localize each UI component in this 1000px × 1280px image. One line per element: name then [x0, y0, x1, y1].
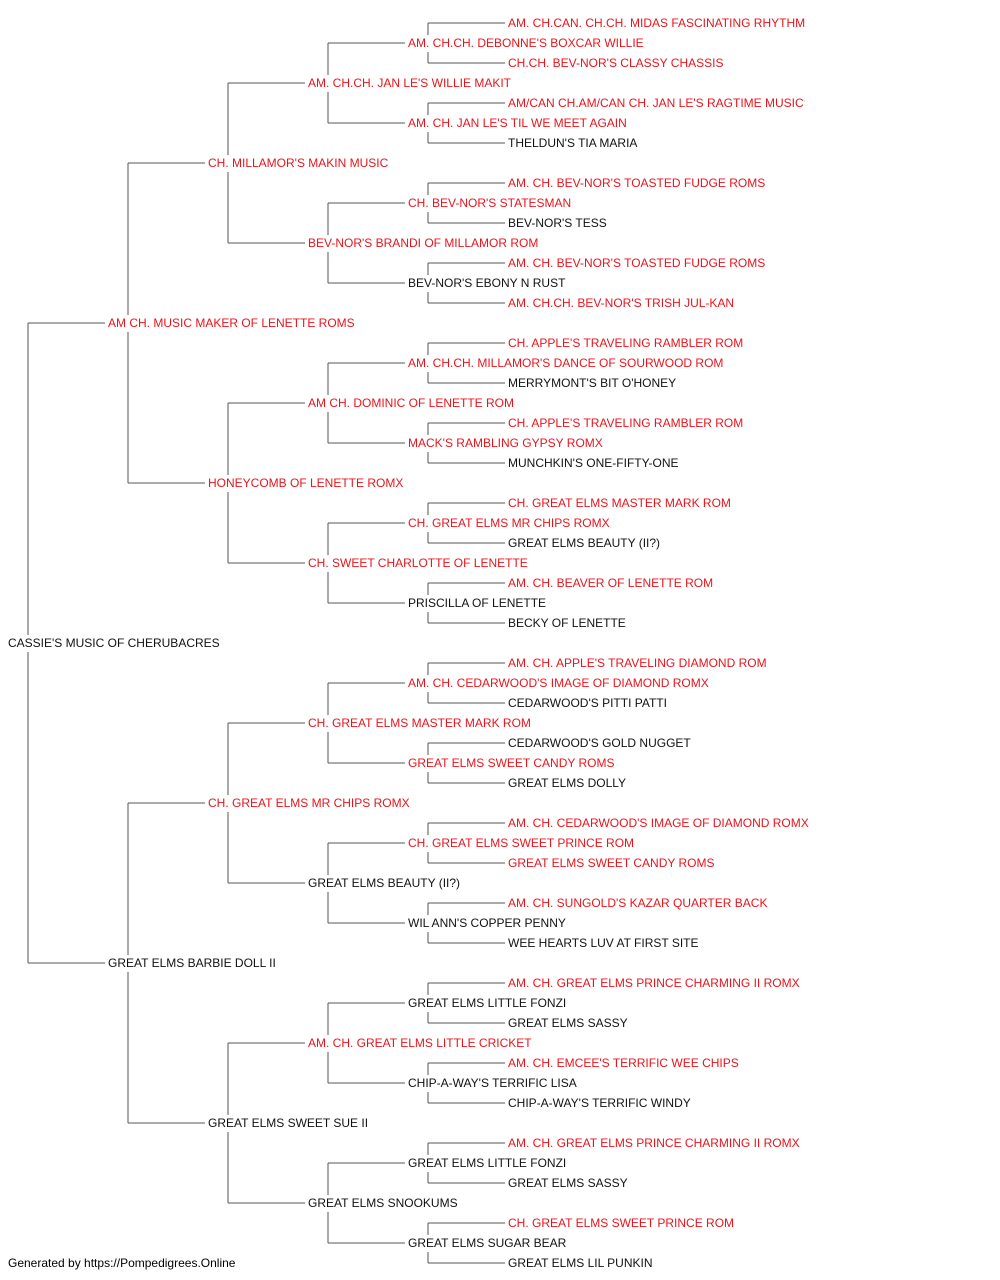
dog-name-gen4[interactable]: WIL ANN'S COPPER PENNY	[408, 916, 566, 930]
dog-name-gen3[interactable]: GREAT ELMS SNOOKUMS	[308, 1196, 458, 1210]
dog-name-gen5[interactable]: AM. CH. EMCEE'S TERRIFIC WEE CHIPS	[508, 1056, 739, 1070]
dog-name-gen5[interactable]: CEDARWOOD'S GOLD NUGGET	[508, 736, 691, 750]
dog-name-gen5[interactable]: MUNCHKIN'S ONE-FIFTY-ONE	[508, 456, 679, 470]
dog-names: CASSIE'S MUSIC OF CHERUBACRES AM CH. MUSI…	[8, 16, 809, 1270]
dog-name-gen4[interactable]: AM. CH. JAN LE'S TIL WE MEET AGAIN	[408, 116, 627, 130]
dog-name-gen4[interactable]: PRISCILLA OF LENETTE	[408, 596, 546, 610]
dog-name-gen3[interactable]: AM CH. DOMINIC OF LENETTE ROM	[308, 396, 514, 410]
dog-name-gen4[interactable]: GREAT ELMS SWEET CANDY ROMS	[408, 756, 614, 770]
dog-name-gen4[interactable]: AM. CH.CH. MILLAMOR'S DANCE OF SOURWOOD …	[408, 356, 723, 370]
dog-name-gen4[interactable]: BEV-NOR'S EBONY N RUST	[408, 276, 566, 290]
dog-name-gen5[interactable]: GREAT ELMS SWEET CANDY ROMS	[508, 856, 714, 870]
dog-name-gen4[interactable]: GREAT ELMS LITTLE FONZI	[408, 996, 566, 1010]
dog-name-gen5[interactable]: CH. GREAT ELMS SWEET PRINCE ROM	[508, 1216, 734, 1230]
dog-name-gen5[interactable]: CH. APPLE'S TRAVELING RAMBLER ROM	[508, 336, 743, 350]
dog-name-gen5[interactable]: AM. CH. CEDARWOOD'S IMAGE OF DIAMOND ROM…	[508, 816, 809, 830]
dog-name-gen5[interactable]: GREAT ELMS BEAUTY (II?)	[508, 536, 660, 550]
dog-name-gen5[interactable]: AM. CH. BEV-NOR'S TOASTED FUDGE ROMS	[508, 176, 765, 190]
connector-lines	[27, 22, 505, 1264]
dog-name-gen2[interactable]: CH. MILLAMOR'S MAKIN MUSIC	[208, 156, 389, 170]
dog-name-gen1[interactable]: AM CH. MUSIC MAKER OF LENETTE ROMS	[108, 316, 355, 330]
dog-name-gen0[interactable]: CASSIE'S MUSIC OF CHERUBACRES	[8, 636, 220, 650]
dog-name-gen1[interactable]: GREAT ELMS BARBIE DOLL II	[108, 956, 276, 970]
dog-name-gen3[interactable]: GREAT ELMS BEAUTY (II?)	[308, 876, 460, 890]
dog-name-gen4[interactable]: MACK'S RAMBLING GYPSY ROMX	[408, 436, 603, 450]
dog-name-gen4[interactable]: CH. GREAT ELMS SWEET PRINCE ROM	[408, 836, 634, 850]
dog-name-gen3[interactable]: AM. CH. GREAT ELMS LITTLE CRICKET	[308, 1036, 532, 1050]
dog-name-gen4[interactable]: AM. CH.CH. DEBONNE'S BOXCAR WILLIE	[408, 36, 644, 50]
dog-name-gen5[interactable]: AM. CH. GREAT ELMS PRINCE CHARMING II RO…	[508, 1136, 800, 1150]
dog-name-gen5[interactable]: GREAT ELMS SASSY	[508, 1016, 628, 1030]
dog-name-gen5[interactable]: GREAT ELMS LIL PUNKIN	[508, 1256, 653, 1270]
dog-name-gen3[interactable]: CH. GREAT ELMS MASTER MARK ROM	[308, 716, 531, 730]
dog-name-gen5[interactable]: AM. CH. SUNGOLD'S KAZAR QUARTER BACK	[508, 896, 767, 910]
dog-name-gen2[interactable]: CH. GREAT ELMS MR CHIPS ROMX	[208, 796, 410, 810]
dog-name-gen2[interactable]: HONEYCOMB OF LENETTE ROMX	[208, 476, 403, 490]
dog-name-gen5[interactable]: CH. APPLE'S TRAVELING RAMBLER ROM	[508, 416, 743, 430]
dog-name-gen4[interactable]: AM. CH. CEDARWOOD'S IMAGE OF DIAMOND ROM…	[408, 676, 709, 690]
dog-name-gen5[interactable]: WEE HEARTS LUV AT FIRST SITE	[508, 936, 699, 950]
dog-name-gen4[interactable]: GREAT ELMS LITTLE FONZI	[408, 1156, 566, 1170]
dog-name-gen5[interactable]: AM. CH. GREAT ELMS PRINCE CHARMING II RO…	[508, 976, 800, 990]
footer-credit: Generated by https://Pompedigrees.Online	[8, 1256, 236, 1270]
dog-name-gen3[interactable]: CH. SWEET CHARLOTTE OF LENETTE	[308, 556, 528, 570]
dog-name-gen5[interactable]: AM. CH. BEV-NOR'S TOASTED FUDGE ROMS	[508, 256, 765, 270]
dog-name-gen5[interactable]: GREAT ELMS SASSY	[508, 1176, 628, 1190]
dog-name-gen4[interactable]: CH. GREAT ELMS MR CHIPS ROMX	[408, 516, 610, 530]
dog-name-gen2[interactable]: GREAT ELMS SWEET SUE II	[208, 1116, 368, 1130]
dog-name-gen5[interactable]: AM/CAN CH.AM/CAN CH. JAN LE'S RAGTIME MU…	[508, 96, 804, 110]
dog-name-gen5[interactable]: AM. CH.CAN. CH.CH. MIDAS FASCINATING RHY…	[508, 16, 805, 30]
dog-name-gen3[interactable]: AM. CH.CH. JAN LE'S WILLIE MAKIT	[308, 76, 512, 90]
dog-name-gen5[interactable]: CH. GREAT ELMS MASTER MARK ROM	[508, 496, 731, 510]
dog-name-gen5[interactable]: GREAT ELMS DOLLY	[508, 776, 626, 790]
dog-name-gen5[interactable]: CH.CH. BEV-NOR'S CLASSY CHASSIS	[508, 56, 723, 70]
dog-name-gen5[interactable]: BECKY OF LENETTE	[508, 616, 626, 630]
dog-name-gen4[interactable]: CH. BEV-NOR'S STATESMAN	[408, 196, 571, 210]
dog-name-gen5[interactable]: THELDUN'S TIA MARIA	[508, 136, 637, 150]
dog-name-gen5[interactable]: BEV-NOR'S TESS	[508, 216, 607, 230]
dog-name-gen3[interactable]: BEV-NOR'S BRANDI OF MILLAMOR ROM	[308, 236, 538, 250]
dog-name-gen5[interactable]: AM. CH. APPLE'S TRAVELING DIAMOND ROM	[508, 656, 767, 670]
dog-name-gen5[interactable]: MERRYMONT'S BIT O'HONEY	[508, 376, 676, 390]
dog-name-gen4[interactable]: GREAT ELMS SUGAR BEAR	[408, 1236, 567, 1250]
dog-name-gen5[interactable]: AM. CH.CH. BEV-NOR'S TRISH JUL-KAN	[508, 296, 734, 310]
dog-name-gen5[interactable]: CEDARWOOD'S PITTI PATTI	[508, 696, 667, 710]
dog-name-gen5[interactable]: AM. CH. BEAVER OF LENETTE ROM	[508, 576, 713, 590]
dog-name-gen5[interactable]: CHIP-A-WAY'S TERRIFIC WINDY	[508, 1096, 691, 1110]
dog-name-gen4[interactable]: CHIP-A-WAY'S TERRIFIC LISA	[408, 1076, 577, 1090]
